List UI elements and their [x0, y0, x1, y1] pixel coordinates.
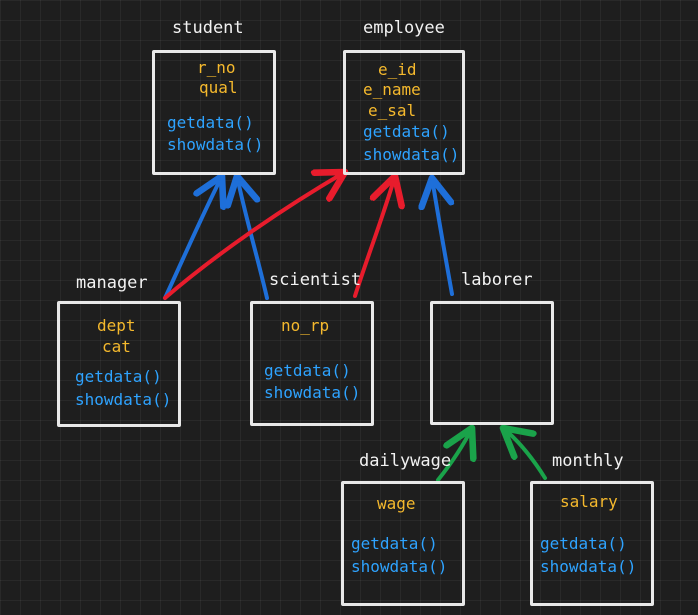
attribute-wage: wage	[377, 494, 416, 513]
arrow-scientist-to-student	[237, 176, 269, 300]
method-showdata: showdata()	[264, 383, 361, 402]
class-title-laborer: laborer	[461, 270, 533, 290]
method-showdata: showdata()	[167, 135, 264, 154]
class-title-student: student	[172, 18, 244, 38]
method-getdata: getdata()	[264, 361, 351, 380]
attribute-salary: salary	[560, 492, 618, 511]
method-getdata: getdata()	[167, 113, 254, 132]
class-box-laborer	[430, 301, 554, 425]
class-title-scientist: scientist	[269, 270, 362, 290]
class-box-dailywage	[341, 481, 465, 606]
class-title-employee: employee	[363, 18, 445, 38]
method-showdata: showdata()	[363, 145, 460, 164]
method-getdata: getdata()	[540, 534, 627, 553]
arrow-monthly-to-laborer	[503, 428, 547, 480]
method-showdata: showdata()	[540, 557, 637, 576]
class-box-student	[152, 50, 276, 175]
class-box-employee	[343, 50, 465, 175]
attribute-r-no: r_no	[197, 58, 236, 77]
arrow-laborer-to-employee	[432, 178, 452, 296]
class-title-manager: manager	[76, 273, 148, 293]
method-getdata: getdata()	[75, 367, 162, 386]
method-showdata: showdata()	[351, 557, 448, 576]
method-getdata: getdata()	[363, 122, 450, 141]
attribute-dept: dept	[97, 316, 136, 335]
arrow-dailywage-to-laborer	[436, 428, 472, 482]
attribute-e-name: e_name	[363, 80, 421, 99]
attribute-e-sal: e_sal	[368, 101, 417, 120]
class-title-dailywage: dailywage	[359, 451, 452, 471]
class-box-manager	[57, 301, 181, 427]
class-box-scientist	[250, 301, 374, 426]
attribute-no-rp: no_rp	[281, 316, 330, 335]
attribute-qual: qual	[199, 78, 238, 97]
attribute-cat: cat	[102, 337, 131, 356]
class-title-monthly: monthly	[552, 451, 624, 471]
method-showdata: showdata()	[75, 390, 172, 409]
class-box-monthly	[530, 481, 654, 606]
arrow-manager-to-employee	[163, 172, 345, 300]
arrow-manager-to-student	[163, 176, 222, 300]
method-getdata: getdata()	[351, 534, 438, 553]
attribute-e-id: e_id	[378, 60, 417, 79]
arrow-scientist-to-employee	[353, 176, 395, 298]
